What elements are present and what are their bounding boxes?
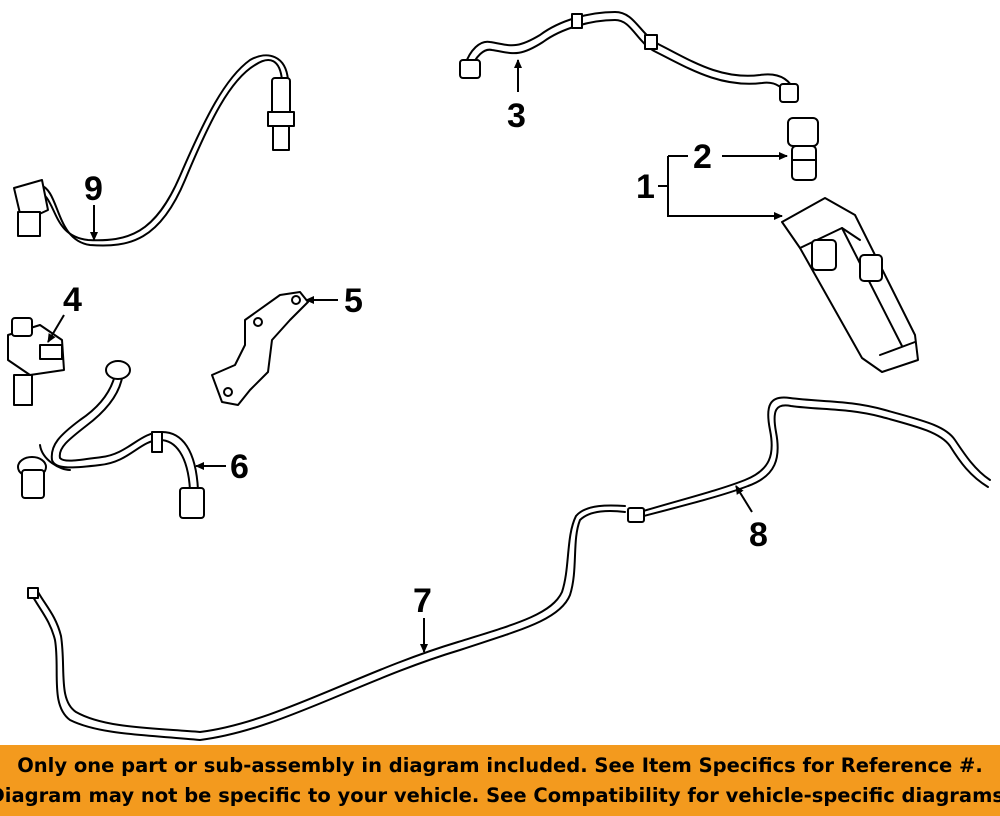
hose-assembly-part-6 bbox=[17, 360, 205, 519]
bracket-part-5 bbox=[211, 291, 309, 406]
vapor-line-part-8 bbox=[627, 396, 991, 523]
disclaimer-line-2: Diagram may not be specific to your vehi… bbox=[0, 783, 1000, 807]
callout-6: 6 bbox=[230, 448, 249, 486]
charcoal-canister-part-1 bbox=[781, 197, 919, 373]
parts-diagram: 9 3 2 1 4 bbox=[7, 11, 991, 741]
leader-4 bbox=[47, 314, 65, 343]
callout-3: 3 bbox=[507, 97, 526, 135]
disclaimer-banner: Only one part or sub-assembly in diagram… bbox=[0, 745, 1000, 816]
leader-8 bbox=[735, 485, 753, 513]
disclaimer-line-1: Only one part or sub-assembly in diagram… bbox=[17, 753, 983, 777]
pump-part-4 bbox=[7, 317, 65, 406]
vapor-hose-part-3 bbox=[459, 11, 799, 103]
leader-1 bbox=[658, 156, 688, 217]
callout-9: 9 bbox=[84, 170, 103, 208]
callout-4: 4 bbox=[63, 281, 82, 319]
callout-8: 8 bbox=[749, 516, 768, 554]
purge-valve-part-2 bbox=[787, 117, 819, 181]
callout-2: 2 bbox=[693, 138, 712, 176]
callout-7: 7 bbox=[413, 582, 432, 620]
callout-1: 1 bbox=[636, 168, 655, 206]
fuel-line-part-7 bbox=[27, 504, 626, 741]
oxygen-sensor-part-9 bbox=[13, 54, 295, 247]
callout-5: 5 bbox=[344, 282, 363, 320]
